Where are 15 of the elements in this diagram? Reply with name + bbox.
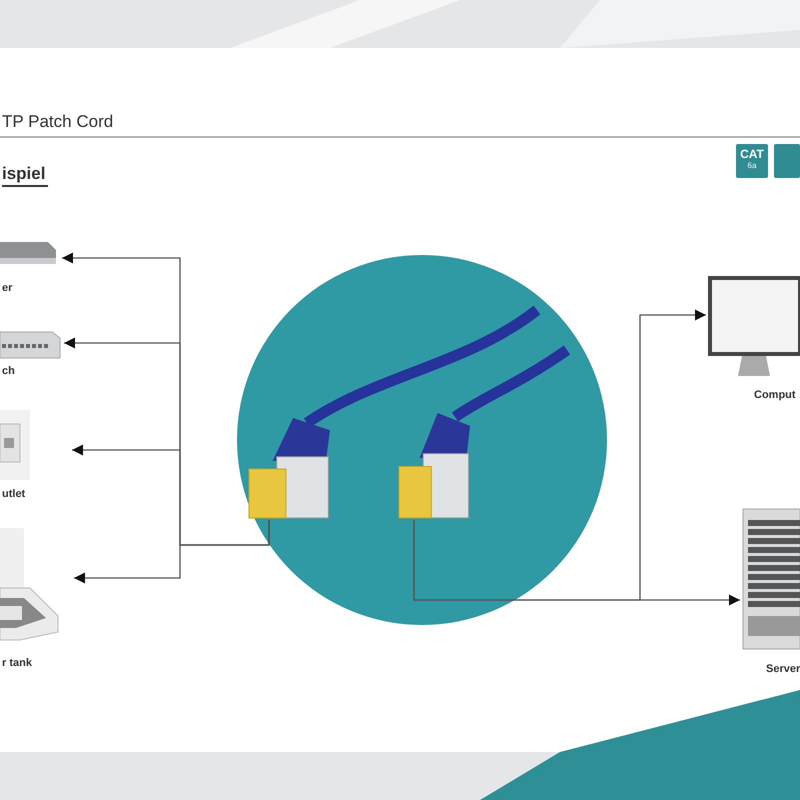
disc-background	[237, 255, 607, 625]
arrow	[74, 520, 270, 584]
device-label: ch	[2, 365, 15, 377]
cable-plug-drawing	[248, 418, 330, 520]
device-label: Comput	[754, 389, 796, 401]
device-label: Server	[766, 663, 800, 675]
device-label: utlet	[2, 488, 26, 500]
badge-text: 6a	[746, 161, 758, 170]
badge-text: CAT	[739, 147, 765, 161]
title: TP Patch Cord	[2, 112, 114, 132]
arrow	[413, 520, 740, 606]
section-heading: ispiel	[2, 164, 48, 187]
device-label: er	[2, 282, 12, 294]
device-label: r tank	[2, 657, 32, 669]
cable-plug-drawing	[398, 413, 470, 520]
